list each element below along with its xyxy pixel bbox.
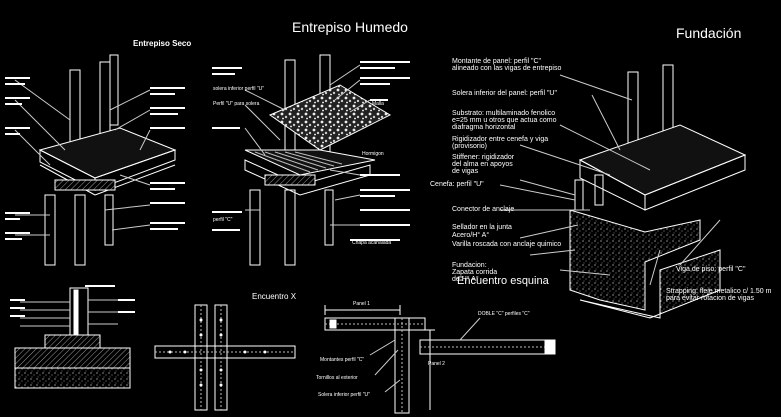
label-solera-inferior: Solera inferior del panel: perfil "U" — [452, 90, 557, 97]
label-viga-piso: Viga de piso: perfil "C" — [676, 266, 746, 273]
label-strapping: Strapping: fleje metalico c/ 1.50 m para… — [666, 288, 772, 302]
label-acero: Acero/H° A° — [452, 232, 490, 239]
label-humedo-perfil-c: perfil "C" — [213, 217, 233, 223]
label-sellador: Sellador en la junta — [452, 224, 512, 231]
encuentro-esquina-plan — [324, 305, 556, 414]
label-cenefa: Cenefa: perfil "U" — [430, 181, 484, 188]
label-tornillos: Tornillos al exterior — [316, 375, 358, 381]
label-humedo-hormigon: Hormigon — [362, 151, 384, 157]
label-humedo-malla: Malla — [372, 101, 384, 107]
label-solera-u: Solera inferior perfil "U" — [318, 392, 370, 398]
label-fundacion: Fundacion: Zapata corrida de H° A° — [452, 262, 498, 283]
title-encuentro-x: Encuentro X — [252, 292, 297, 301]
label-rigidizador: Rigidizador entre cenefa y viga (proviso… — [452, 136, 549, 150]
entrepiso-humedo-detail — [212, 54, 410, 266]
label-humedo-solera: solera inferior perfil "U" — [213, 86, 265, 92]
label-humedo-perfil-u: Perfil "U" para solera — [213, 101, 260, 107]
label-stiffener: Stiffener: rigidizador del alma en apoyo… — [452, 154, 515, 175]
title-fundacion: Fundación — [676, 25, 742, 41]
section-detail-bottom-left — [10, 285, 135, 389]
title-entrepiso-humedo: Entrepiso Humedo — [292, 19, 408, 35]
title-entrepiso-seco: Entrepiso Seco — [133, 39, 192, 48]
entrepiso-seco-detail — [5, 54, 185, 266]
label-montantes-c: Montantes perfil "C" — [320, 357, 365, 363]
title-encuentro-esquina: Encuentro esquina — [457, 275, 549, 287]
label-substrato: Substrato: multilaminado fenolico e=25 m… — [452, 110, 557, 131]
label-montante: Montante de panel: perfil "C" alineado c… — [452, 58, 562, 72]
fundacion-detail — [499, 64, 747, 319]
label-doble-c: DOBLE "C" perfiles "C" — [478, 311, 530, 317]
label-panel-2: Panel 2 — [428, 361, 445, 367]
label-panel-1: Panel 1 — [353, 301, 370, 307]
encuentro-x-plan — [154, 304, 296, 411]
label-conector: Conector de anclaje — [452, 206, 515, 213]
label-humedo-chapa: Chapa acanalada — [352, 240, 392, 246]
label-varilla: Varilla roscada con anclaje quimico — [452, 241, 562, 248]
